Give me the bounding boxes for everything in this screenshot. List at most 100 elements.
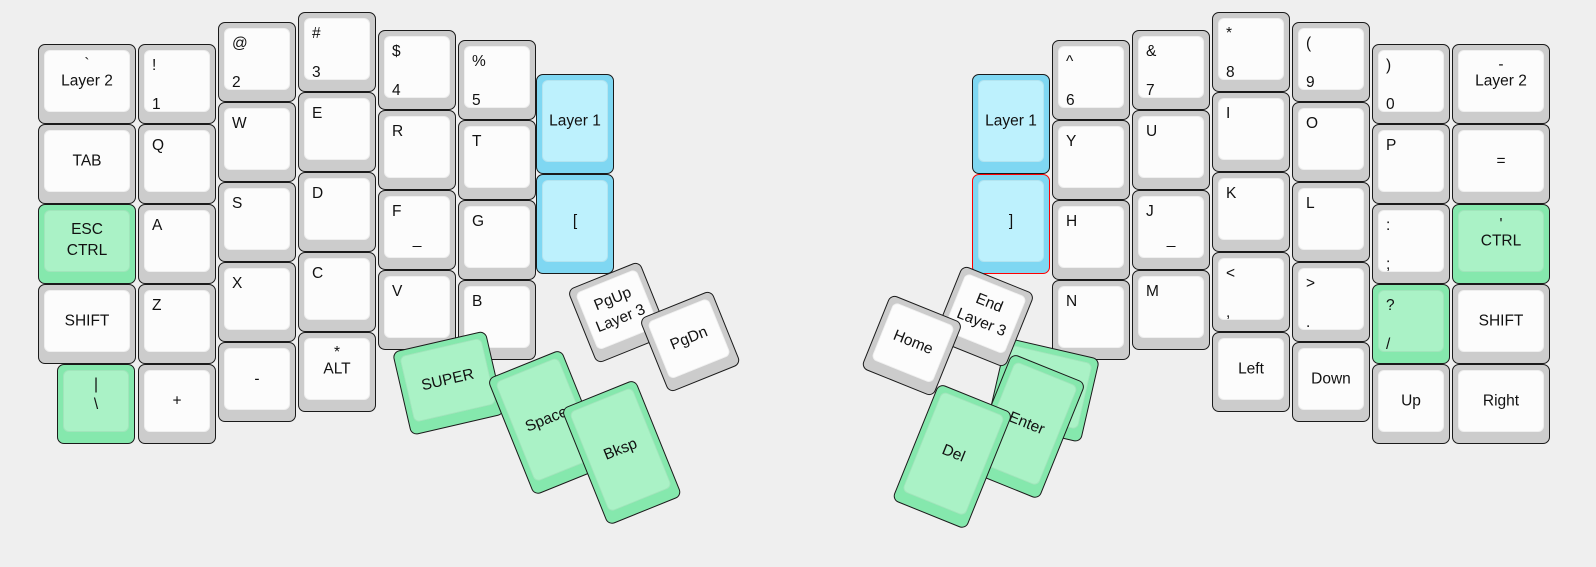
keycap: Q — [144, 130, 210, 192]
keycap: @ 2 — [224, 28, 290, 90]
keycap: ( 9 — [1298, 28, 1364, 90]
key-period[interactable]: > . — [1292, 262, 1370, 342]
keycap: Up — [1378, 370, 1444, 432]
key-layer1-left[interactable]: Layer 1 — [536, 74, 614, 174]
keycap: Del — [901, 390, 1006, 517]
keycap: V — [384, 276, 450, 338]
key-z[interactable]: Z — [138, 284, 216, 364]
key-o[interactable]: O — [1292, 102, 1370, 182]
key-comma[interactable]: < , — [1212, 252, 1290, 332]
key-minus-left[interactable]: - — [218, 342, 296, 422]
key-v[interactable]: V — [378, 270, 456, 350]
keycap: S — [224, 188, 290, 250]
legend-shifted: ` — [84, 56, 90, 73]
keycap: & 7 — [1138, 36, 1204, 98]
legend-main: Del — [939, 441, 968, 466]
key-p[interactable]: P — [1372, 124, 1450, 204]
key-down-arrow[interactable]: Down — [1292, 342, 1370, 422]
key-del[interactable]: Del — [891, 383, 1013, 530]
key-shift-right[interactable]: SHIFT — [1452, 284, 1550, 364]
key-i[interactable]: I — [1212, 92, 1290, 172]
key-j[interactable]: J _ — [1132, 190, 1210, 270]
key-0[interactable]: ) 0 — [1372, 44, 1450, 124]
key-bracket-right[interactable]: ] — [972, 174, 1050, 274]
key-l[interactable]: L — [1292, 182, 1370, 262]
legend-shifted: ' — [1499, 216, 1503, 233]
key-e[interactable]: E — [298, 92, 376, 172]
keycap: F _ — [384, 196, 450, 258]
legend-main: End Layer 3 — [954, 290, 1009, 341]
key-pipe-backslash[interactable]: | \ — [57, 364, 135, 444]
key-x[interactable]: X — [218, 262, 296, 342]
key-slash[interactable]: ? / — [1372, 284, 1450, 364]
key-ctrl-right[interactable]: ' CTRL — [1452, 204, 1550, 284]
key-d[interactable]: D — [298, 172, 376, 252]
key-6[interactable]: ^ 6 — [1052, 40, 1130, 120]
key-layer2-right[interactable]: - Layer 2 — [1452, 44, 1550, 124]
legend-main: ] — [1008, 212, 1014, 230]
key-1[interactable]: ! 1 — [138, 44, 216, 124]
keycap: L — [1298, 188, 1364, 250]
key-u[interactable]: U — [1132, 110, 1210, 190]
key-bksp[interactable]: Bksp — [561, 379, 683, 526]
key-s[interactable]: S — [218, 182, 296, 262]
key-9[interactable]: ( 9 — [1292, 22, 1370, 102]
key-tab[interactable]: TAB — [38, 124, 136, 204]
key-y[interactable]: Y — [1052, 120, 1130, 200]
keycap: $ 4 — [384, 36, 450, 98]
legend-base: Q — [152, 137, 165, 154]
keycap: = — [1458, 130, 1544, 192]
key-left-arrow[interactable]: Left — [1212, 332, 1290, 412]
key-a[interactable]: A — [138, 204, 216, 284]
legend-base: C — [312, 265, 324, 282]
keycap: [ — [542, 180, 608, 262]
keycap: R — [384, 116, 450, 178]
keycap: SHIFT — [1458, 290, 1544, 352]
keycap: D — [304, 178, 370, 240]
key-bracket-left[interactable]: [ — [536, 174, 614, 274]
legend-shifted: | — [93, 376, 99, 393]
key-m[interactable]: M — [1132, 270, 1210, 350]
key-h[interactable]: H — [1052, 200, 1130, 280]
key-r[interactable]: R — [378, 110, 456, 190]
key-up-arrow[interactable]: Up — [1372, 364, 1450, 444]
key-k[interactable]: K — [1212, 172, 1290, 252]
key-w[interactable]: W — [218, 102, 296, 182]
key-q[interactable]: Q — [138, 124, 216, 204]
key-5[interactable]: % 5 — [458, 40, 536, 120]
keycap: E — [304, 98, 370, 160]
legend-main: [ — [572, 212, 578, 230]
key-n[interactable]: N — [1052, 280, 1130, 360]
legend-main: SHIFT — [1478, 312, 1524, 330]
legend-main: Down — [1311, 370, 1351, 388]
legend-base: V — [392, 283, 403, 300]
keycap: PgDn — [646, 297, 732, 380]
key-equals[interactable]: = — [1452, 124, 1550, 204]
keycap: ^ 6 — [1058, 46, 1124, 108]
key-4[interactable]: $ 4 — [378, 30, 456, 110]
key-2[interactable]: @ 2 — [218, 22, 296, 102]
key-shift-left[interactable]: SHIFT — [38, 284, 136, 364]
keycap: X — [224, 268, 290, 330]
keycap: + — [144, 370, 210, 432]
keycap: SUPER — [399, 337, 497, 423]
keycap: ] — [978, 180, 1044, 262]
key-c[interactable]: C — [298, 252, 376, 332]
key-t[interactable]: T — [458, 120, 536, 200]
key-semicolon[interactable]: : ; — [1372, 204, 1450, 284]
key-g[interactable]: G — [458, 200, 536, 280]
legend-shifted: : — [1386, 217, 1391, 234]
key-layer2-left[interactable]: ` Layer 2 — [38, 44, 136, 124]
key-3[interactable]: # 3 — [298, 12, 376, 92]
legend-shifted: - — [1498, 56, 1504, 73]
key-plus[interactable]: + — [138, 364, 216, 444]
key-8[interactable]: * 8 — [1212, 12, 1290, 92]
keycap: < , — [1218, 258, 1284, 320]
key-7[interactable]: & 7 — [1132, 30, 1210, 110]
keycap: > . — [1298, 268, 1364, 330]
key-right-arrow[interactable]: Right — [1452, 364, 1550, 444]
key-esc-ctrl[interactable]: ESC CTRL — [38, 204, 136, 284]
key-layer1-right[interactable]: Layer 1 — [972, 74, 1050, 174]
key-f[interactable]: F _ — [378, 190, 456, 270]
key-alt[interactable]: * ALT — [298, 332, 376, 412]
